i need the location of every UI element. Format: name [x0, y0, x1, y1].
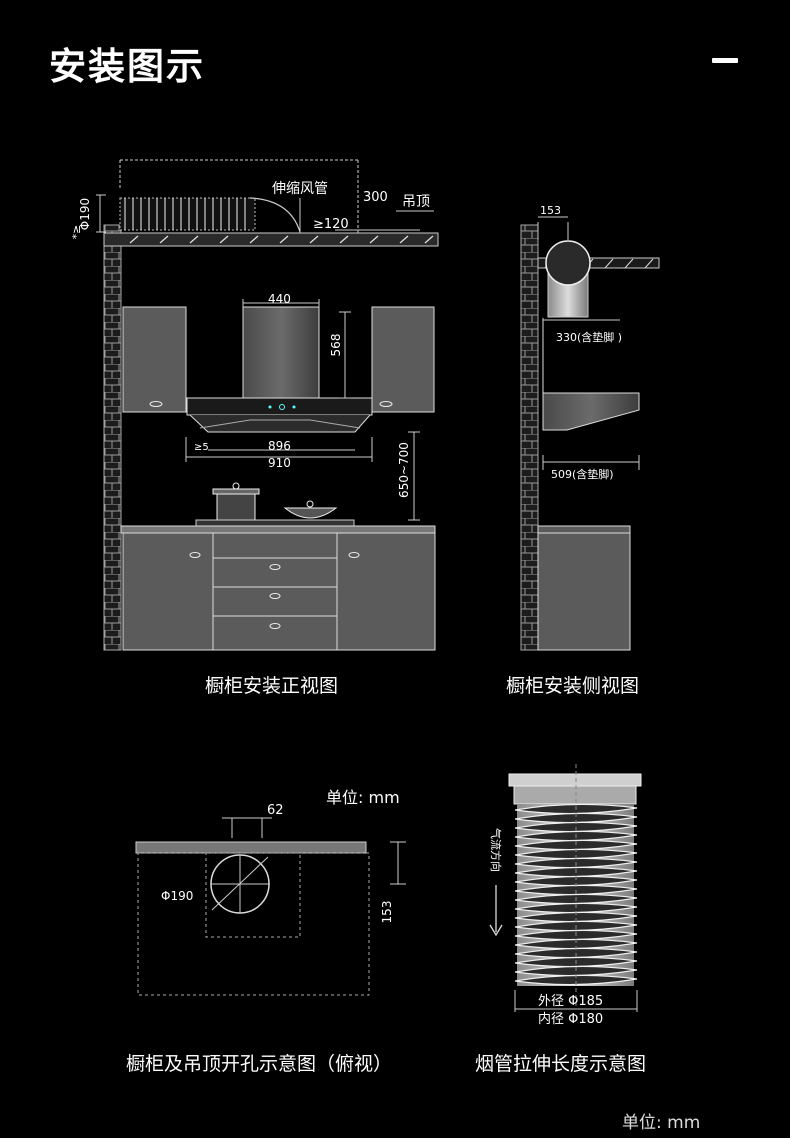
stove-height-label: 650~700: [397, 442, 411, 498]
telescopic-duct-label: 伸缩风管: [272, 181, 328, 197]
bellows-ring: [514, 911, 638, 923]
duct-mark-label: *≥: [70, 225, 83, 240]
duct-inner-label: 内径 Φ180: [538, 1011, 603, 1027]
duct-diameter-label: Φ190: [78, 198, 92, 230]
countertop: [120, 525, 436, 534]
side-offset-label: 153: [540, 204, 561, 217]
upper-cabinet-right: [371, 306, 435, 413]
hole-offset-label: 62: [267, 803, 284, 818]
bellows-ring: [514, 848, 638, 860]
arrow-down-icon: [489, 924, 503, 937]
cabinet-outline: [137, 852, 370, 996]
range-hood: [186, 306, 373, 433]
duct-bellows: [514, 803, 638, 986]
bellows-ring: [514, 812, 638, 824]
brick-wall-side: [520, 224, 539, 651]
wok-icon: [283, 500, 338, 519]
airflow-label: 气流方向: [489, 828, 503, 872]
side-gap-label: ≥5: [194, 442, 209, 453]
hole-diameter-label: Φ190: [161, 889, 193, 903]
bellows-ring: [514, 938, 638, 950]
page-title: 安装图示: [49, 45, 205, 88]
ceiling-slab: [103, 232, 439, 247]
hood-width-label: 896: [268, 439, 291, 453]
cooktop: [195, 519, 355, 527]
side-depth-lower-label: 509(含垫脚): [551, 467, 614, 481]
ceiling-label: 吊顶: [402, 194, 430, 210]
base-cabinet-right: [336, 532, 436, 651]
telescopic-duct: [119, 197, 301, 233]
hole-depth-label: 153: [380, 901, 394, 924]
wall-strip: [135, 841, 367, 854]
minus-icon[interactable]: [712, 58, 738, 63]
bellows-ring: [514, 875, 638, 887]
ceiling-slab-side: [537, 257, 660, 269]
ceiling-gap-label: 300: [363, 190, 388, 205]
duct-outer-label: 外径 Φ185: [538, 994, 603, 1009]
hole-unit-label: 单位: mm: [326, 788, 400, 807]
duct-view: 外径 Φ185 内径 Φ180 气流方向: [489, 764, 642, 1027]
side-depth-upper-label: 330(含垫脚 ): [556, 330, 622, 344]
side-view: 153 330(含垫脚 ) 509(含垫脚): [520, 204, 660, 651]
pot-icon: [212, 482, 260, 521]
hood-side: [542, 318, 640, 431]
bellows-ring: [514, 974, 638, 986]
brick-wall: [103, 224, 122, 651]
overall-width-label: 910: [268, 456, 291, 470]
base-cabinet-side: [537, 525, 631, 651]
caption-duct-view: 烟管拉伸长度示意图: [475, 1053, 647, 1075]
caption-side-view: 橱柜安装侧视图: [506, 675, 640, 697]
hole-view: 62 Φ190 153 单位: mm: [135, 788, 406, 996]
front-view: Φ190 *≥ 伸缩风管 300 吊顶 ≥120 440 568 896 910…: [70, 159, 439, 651]
base-cabinet-left: [122, 532, 214, 651]
upper-cabinet-left: [122, 306, 187, 413]
hood-height-label: 568: [329, 334, 343, 357]
drawer-stack: [212, 532, 338, 651]
caption-hole-view: 橱柜及吊顶开孔示意图（俯视）: [126, 1053, 393, 1075]
duct-flange: [508, 773, 642, 787]
hood-top-width-label: 440: [268, 292, 291, 306]
footer-unit: 单位: mm: [622, 1113, 701, 1133]
caption-front-view: 橱柜安装正视图: [205, 675, 339, 697]
min-gap-label: ≥120: [313, 217, 349, 232]
